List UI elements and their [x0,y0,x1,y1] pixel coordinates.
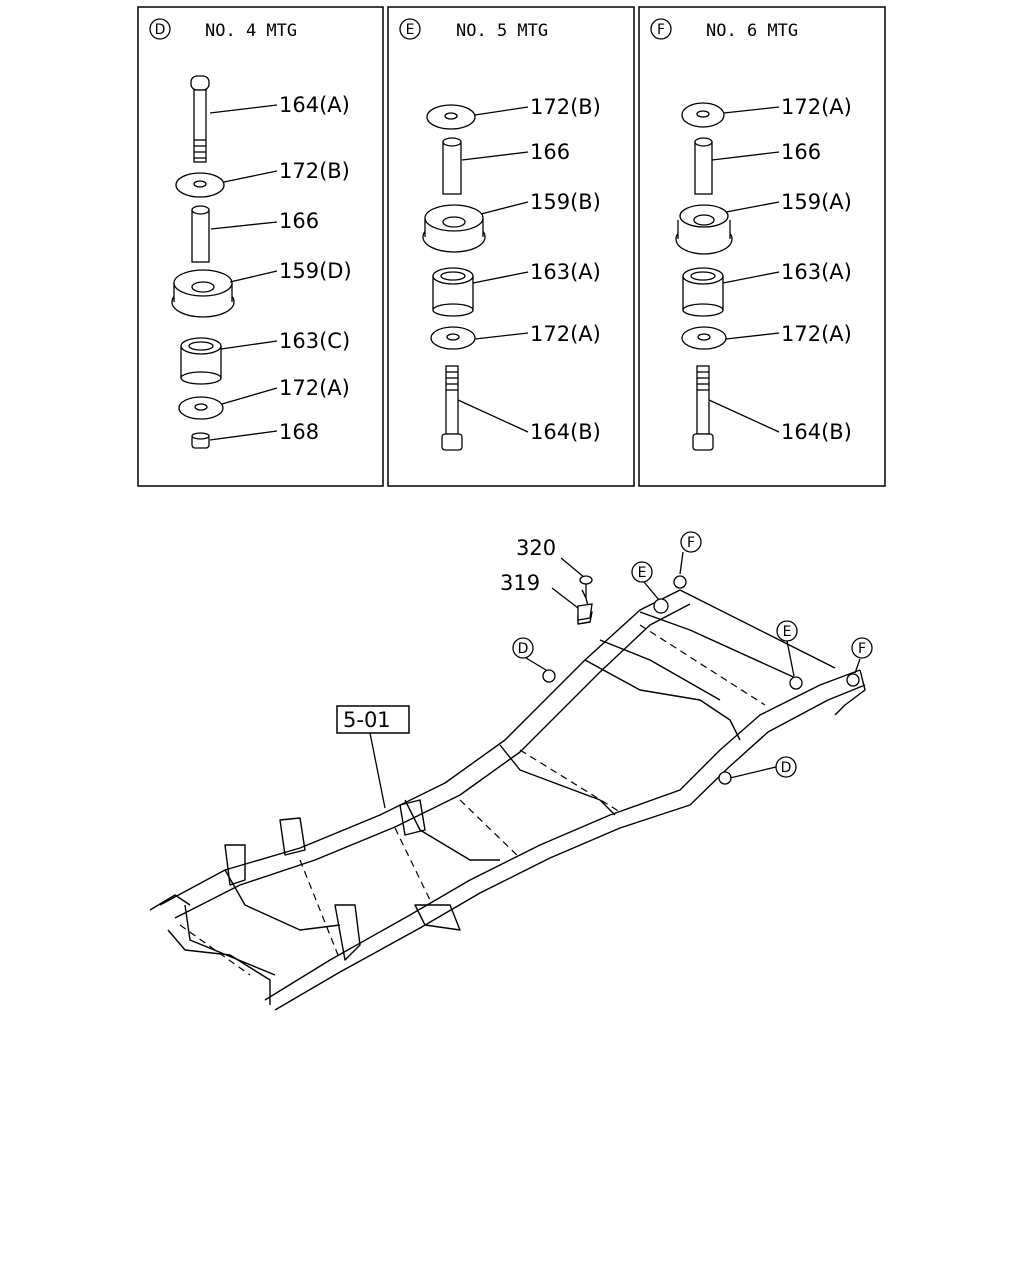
bolt-part [441,365,463,451]
panel-marker-circle [399,18,421,40]
part-label: 166 [279,209,319,233]
panel-marker: D [155,22,166,38]
panel-no5-mtg: E NO. 5 MTG [387,6,635,487]
leader-lines [708,106,780,433]
washer-part [681,102,725,128]
part-label: 166 [781,140,821,164]
cushion-part [171,269,235,318]
part-label: 163(C) [279,329,350,353]
svg-text:E: E [638,565,647,581]
panel-marker: F [657,22,665,38]
washer-part [681,326,727,350]
panel-no4-mtg: D NO. 4 MTG [137,6,384,487]
panel-border [638,6,886,487]
mount-marker: E [776,620,798,642]
mount-marker: D [512,637,534,659]
mount-marker: F [680,531,702,553]
ref-box-label: 5-01 [343,708,391,732]
part-label: 164(B) [530,420,601,444]
svg-text:F: F [687,535,695,551]
panel-title: NO. 6 MTG [706,21,798,41]
cushion-lower-part [180,337,222,385]
panel-title: NO. 5 MTG [456,21,548,41]
svg-text:F: F [858,641,866,657]
clip-part [577,603,593,621]
ref-box: 5-01 [336,705,410,734]
collar-part [694,137,713,195]
part-label: 159(B) [530,190,601,214]
bolt-part [190,75,210,163]
panel-border [387,6,635,487]
chassis-frame-drawing [149,575,866,1011]
part-label: 172(A) [781,322,852,346]
washer-part [426,104,476,130]
frame-leader-lines [369,551,861,809]
callout-label: 319 [500,571,540,595]
part-label: 159(D) [279,259,352,283]
cushion-lower-part [682,267,724,317]
part-label: 168 [279,420,319,444]
washer-part [178,396,224,420]
part-label: 172(A) [530,322,601,346]
bolt-part [692,365,714,451]
washer-part [430,326,476,350]
svg-text:D: D [781,760,792,776]
panel-no6-mtg: F NO. 6 MTG [638,6,886,487]
panel-marker: E [406,22,415,38]
collar-part [191,205,210,263]
part-label: 172(B) [279,159,350,183]
panel-marker-circle [149,18,171,40]
mount-marker: D [775,756,797,778]
cushion-lower-part [432,267,474,317]
part-label: 172(A) [279,376,350,400]
callout-label: 320 [516,536,556,560]
svg-text:D: D [518,641,529,657]
leader-lines [209,104,278,441]
leader-lines [457,106,529,433]
part-label: 163(A) [530,260,601,284]
cushion-part [422,204,486,253]
part-label: 172(A) [781,95,852,119]
screw-part [579,575,593,598]
svg-text:E: E [783,624,792,640]
collar-part [442,137,462,195]
panel-border [137,6,384,487]
nut-part [191,432,210,449]
washer-part [175,172,225,198]
part-label: 159(A) [781,190,852,214]
part-label: 164(A) [279,93,350,117]
part-label: 172(B) [530,95,601,119]
mount-marker: F [851,637,873,659]
panel-marker-circle [650,18,672,40]
part-label: 166 [530,140,570,164]
mount-marker: E [631,561,653,583]
cushion-part [675,204,733,255]
part-label: 164(B) [781,420,852,444]
panel-title: NO. 4 MTG [205,21,297,41]
part-label: 163(A) [781,260,852,284]
